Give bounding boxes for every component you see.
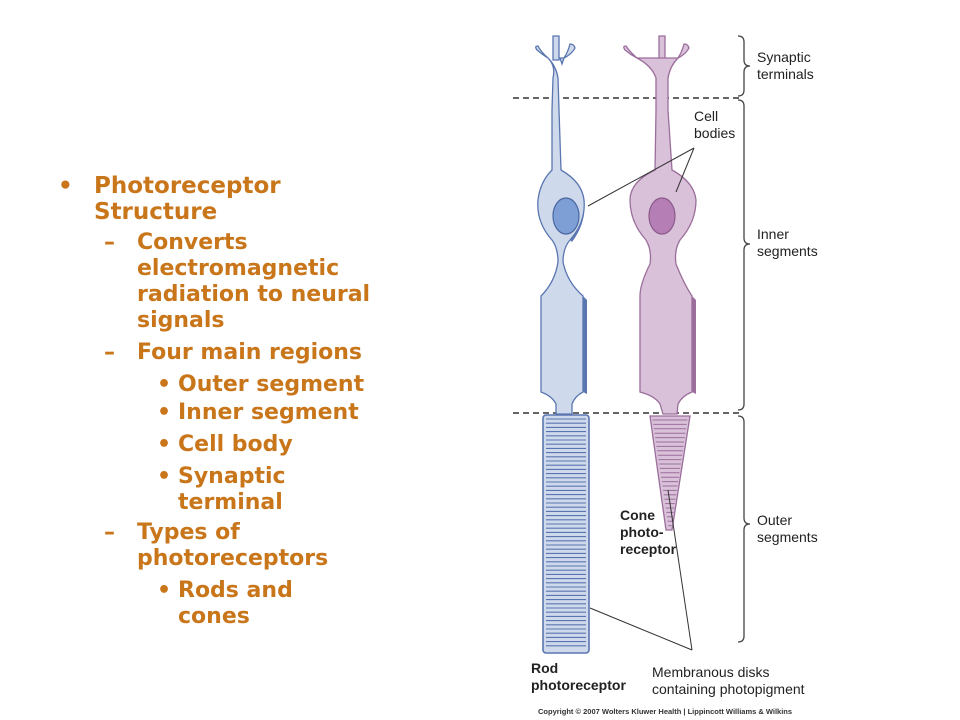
- bullet-marker: •: [157, 400, 172, 425]
- cone-cell: [623, 35, 697, 531]
- bullet-marker: •: [157, 578, 172, 603]
- region-synaptic-terminal-text: Synaptic terminal: [178, 464, 286, 515]
- brace-inner: [737, 99, 751, 411]
- rod-cell: [535, 35, 590, 654]
- region-cell-body-text: Cell body: [178, 432, 293, 457]
- bullet-title: • Photoreceptor Structure: [58, 173, 358, 225]
- region-synaptic-terminal: • Synaptic terminal: [157, 464, 308, 516]
- bullet-marker: •: [58, 173, 73, 199]
- rod-synaptic-terminal: [535, 35, 576, 61]
- cone-nucleus: [648, 197, 676, 235]
- cone-synaptic-terminal: [623, 35, 690, 61]
- region-inner-segment: • Inner segment: [157, 400, 359, 426]
- rod-disks: [546, 418, 586, 647]
- cone-stalk: [629, 57, 697, 415]
- photoreceptor-diagram: Synaptic terminals Cell bodies Inner seg…: [513, 35, 818, 716]
- label-synaptic-terminals: Synaptic terminals: [757, 49, 815, 82]
- sub-bullet-regions-text: Four main regions: [137, 340, 362, 365]
- bullet-marker: •: [157, 372, 172, 397]
- sub-bullet-types: – Types of photoreceptors: [104, 520, 474, 572]
- label-outer-segments: Outer segments: [757, 512, 818, 545]
- region-outer-segment: • Outer segment: [157, 372, 364, 398]
- bullet-list: • Photoreceptor Structure – Converts ele…: [58, 173, 474, 630]
- type-rods-and-cones: • Rods and cones: [157, 578, 318, 630]
- dash-marker: –: [104, 230, 115, 255]
- bullet-title-text: Photoreceptor Structure: [94, 173, 281, 225]
- label-rod-photoreceptor: Rod photoreceptor: [531, 660, 626, 693]
- label-cone-photoreceptor: Cone photo- receptor: [620, 507, 677, 557]
- rod-stalk: [537, 57, 585, 415]
- dash-marker: –: [104, 520, 115, 545]
- sub-bullet-regions: – Four main regions: [104, 340, 474, 366]
- region-cell-body: • Cell body: [157, 432, 293, 458]
- rod-nucleus: [552, 197, 580, 235]
- brace-outer: [737, 415, 751, 643]
- dash-marker: –: [104, 340, 115, 365]
- pointer-disks-rod: [589, 607, 693, 651]
- rod-outer-segment: [542, 414, 590, 654]
- label-membranous-disks: Membranous disks containing photopigment: [652, 664, 805, 697]
- rod-shadow: [570, 200, 587, 394]
- pointer-cell-body-rod: [587, 147, 695, 207]
- pointer-disks-cone: [667, 489, 693, 651]
- copyright-notice: Copyright © 2007 Wolters Kluwer Health |…: [538, 707, 792, 716]
- bullet-marker: •: [157, 432, 172, 457]
- sub-bullet-converts-text: Converts electromagnetic radiation to ne…: [137, 230, 371, 333]
- pointer-cell-body-cone: [675, 147, 695, 193]
- sub-bullet-types-text: Types of photoreceptors: [137, 520, 329, 571]
- cone-disks: [652, 419, 688, 527]
- sub-bullet-converts: – Converts electromagnetic radiation to …: [104, 230, 474, 334]
- label-cell-bodies: Cell bodies: [694, 108, 735, 141]
- type-rods-and-cones-text: Rods and cones: [178, 578, 293, 629]
- brace-synaptic: [737, 35, 751, 97]
- label-inner-segments: Inner segments: [757, 226, 818, 259]
- region-outer-segment-text: Outer segment: [178, 372, 365, 397]
- bullet-marker: •: [157, 464, 172, 489]
- region-inner-segment-text: Inner segment: [178, 400, 359, 425]
- cone-shadow: [692, 296, 696, 394]
